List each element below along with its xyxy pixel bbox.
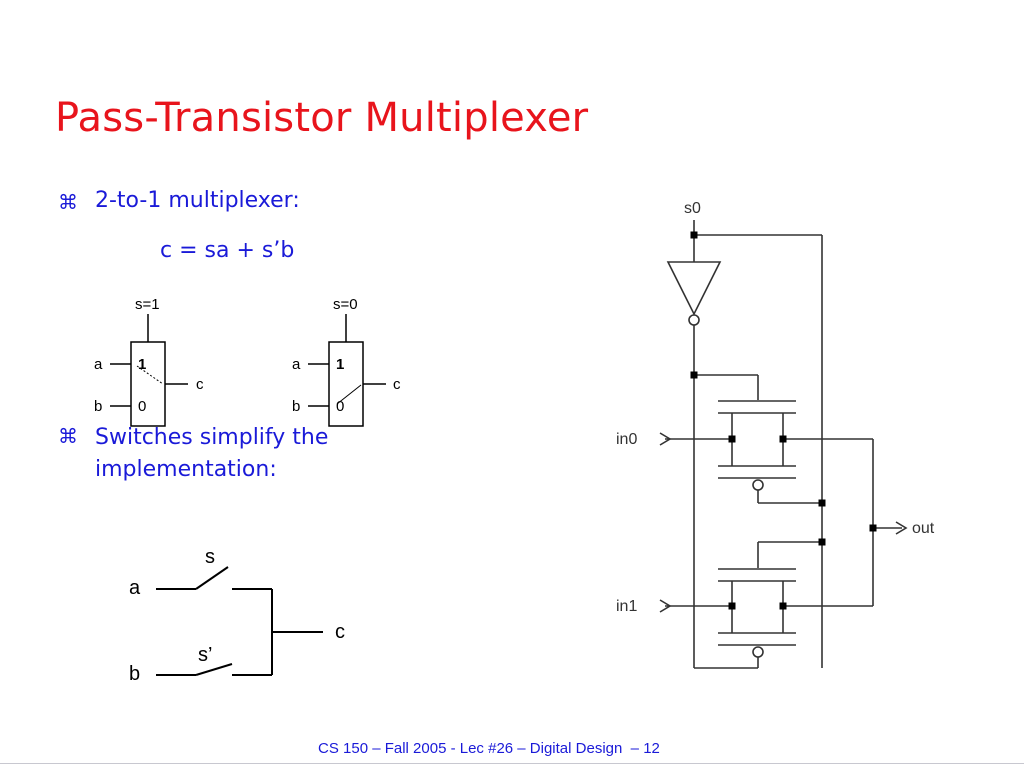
switch-sbar-label: s’ <box>198 644 212 666</box>
mux-equation: c = sa + s’b <box>160 238 295 263</box>
mux2-select-label: s=0 <box>333 296 358 313</box>
out-label: out <box>912 520 935 537</box>
mux1-input1-label: 1 <box>138 356 146 373</box>
in0-label: in0 <box>616 431 637 448</box>
switch-s-blade <box>195 566 229 590</box>
bullet-text-2-line1: Switches simplify the <box>95 425 329 450</box>
tg2-pmos-bubble <box>752 646 764 658</box>
mux1-c-label: c <box>196 376 204 393</box>
bullet-text-2: Switches simplify the implementation: <box>95 422 328 486</box>
inverter-icon <box>666 261 722 316</box>
bullet-text-1: 2-to-1 multiplexer: <box>95 188 300 213</box>
mux-diagram-s1 <box>110 314 188 427</box>
tg1-pmos-bubble <box>752 479 764 491</box>
in0-arrow-icon <box>659 432 672 446</box>
in1-label: in1 <box>616 598 637 615</box>
mux2-c-label: c <box>393 376 401 393</box>
bullet-command-icon: ⌘ <box>58 424 78 448</box>
switch-sbar-blade <box>195 663 233 676</box>
mux1-input0-label: 0 <box>138 398 146 415</box>
footer-divider <box>0 763 1024 764</box>
mux1-a-label: a <box>94 356 103 373</box>
mux2-b-label: b <box>292 398 300 415</box>
mux2-a-label: a <box>292 356 301 373</box>
switch-b-label: b <box>129 663 140 685</box>
mux-box <box>328 341 364 427</box>
switch-diagram <box>156 566 323 676</box>
slide-footer: CS 150 – Fall 2005 - Lec #26 – Digital D… <box>318 740 660 757</box>
transistor-circuit <box>659 220 908 669</box>
mux1-b-label: b <box>94 398 102 415</box>
switch-s-label: s <box>205 546 215 568</box>
bullet-text-2-line2: implementation: <box>95 457 277 482</box>
junction-dots <box>690 231 877 610</box>
in1-arrow-icon <box>659 599 672 613</box>
mux2-input0-label: 0 <box>336 398 344 415</box>
switch-path <box>136 365 164 385</box>
s0-label: s0 <box>684 200 701 217</box>
mux2-input1-label: 1 <box>336 356 344 373</box>
switch-path <box>336 384 362 405</box>
out-arrow-icon <box>895 521 908 535</box>
switch-c-label: c <box>335 621 345 643</box>
switch-a-label: a <box>129 577 141 599</box>
slide-title: Pass-Transistor Multiplexer <box>55 95 589 141</box>
mux1-select-label: s=1 <box>135 296 160 313</box>
mux-box <box>130 341 166 427</box>
bullet-command-icon: ⌘ <box>58 190 78 214</box>
inverter-bubble <box>688 314 700 326</box>
mux-diagram-s0 <box>308 314 386 427</box>
